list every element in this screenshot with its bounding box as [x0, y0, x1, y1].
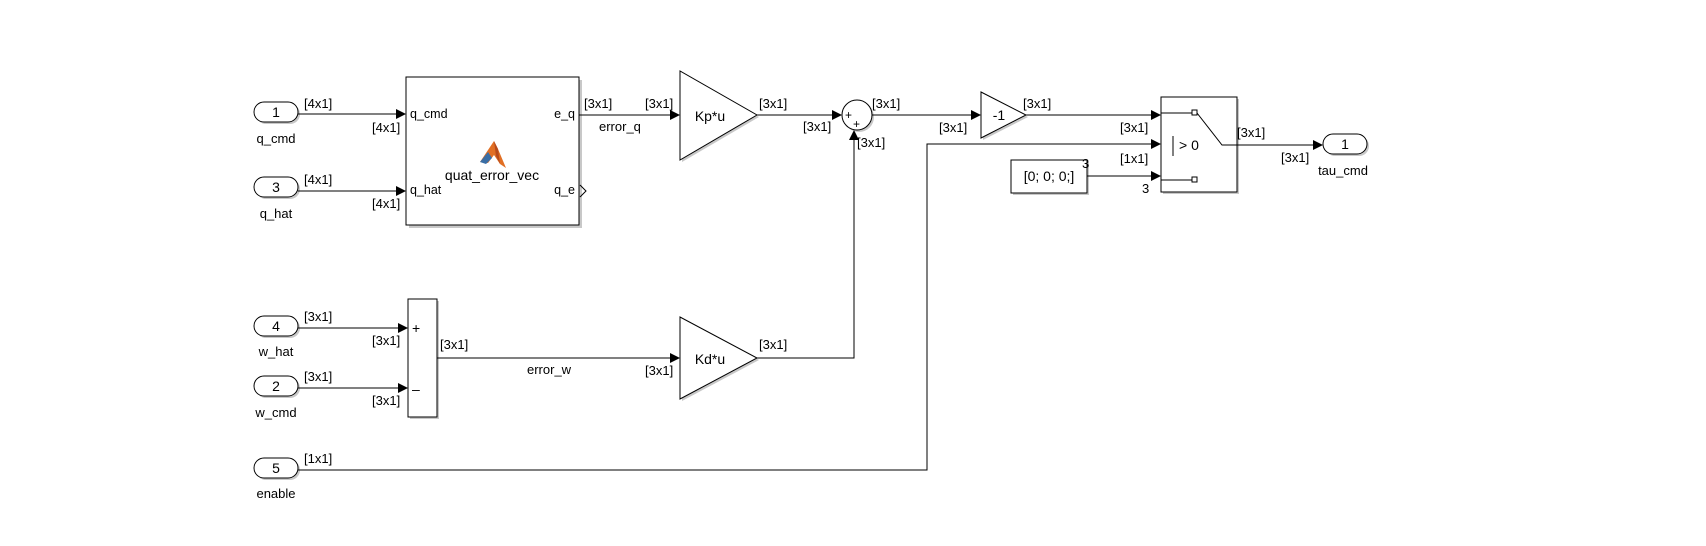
sum-plus-bottom: +	[853, 117, 860, 131]
dim-label: [3x1]	[939, 120, 967, 135]
dim-label: [3x1]	[1281, 150, 1309, 165]
gain-block-negate[interactable]: -1	[980, 91, 1028, 140]
port-label-e-q: e_q	[554, 107, 575, 121]
port-label-q-cmd: q_cmd	[410, 107, 448, 121]
inport-name: q_hat	[260, 206, 293, 221]
outport-tau-cmd[interactable]: 1 tau_cmd	[1318, 133, 1369, 178]
constant-block-zero-vector[interactable]: [0; 0; 0;]	[1010, 159, 1089, 195]
inport-name: q_cmd	[256, 131, 295, 146]
dim-label: [3x1]	[584, 96, 612, 111]
dim-label: [3x1]	[1120, 120, 1148, 135]
matlab-logo-icon	[480, 141, 506, 168]
dim-label: [3x1]	[372, 333, 400, 348]
dim-label: [4x1]	[304, 96, 332, 111]
port-label-q-e: q_e	[554, 183, 575, 197]
inport-q-hat[interactable]: 3 q_hat	[253, 176, 300, 221]
matlab-function-block-quat-error-vec[interactable]: q_cmd q_hat e_q q_e quat_error_vec	[405, 76, 582, 228]
dim-label: [4x1]	[304, 172, 332, 187]
gain-value: -1	[993, 107, 1006, 123]
sum-block[interactable]: + +	[841, 99, 874, 132]
inport-enable[interactable]: 5 enable	[253, 457, 300, 501]
dim-label: [3x1]	[372, 393, 400, 408]
inport-name: w_cmd	[254, 405, 296, 420]
sum-plus-left: +	[845, 108, 852, 122]
gain-block-kd[interactable]: Kd*u	[679, 316, 759, 401]
inport-number: 3	[272, 179, 280, 195]
dim-label: [3x1]	[759, 337, 787, 352]
port-label-q-hat: q_hat	[410, 183, 442, 197]
dim-label: [3x1]	[857, 135, 885, 150]
dim-label: [3x1]	[304, 369, 332, 384]
plus-sign: +	[412, 320, 420, 336]
inport-number: 2	[272, 378, 280, 394]
inport-w-hat[interactable]: 4 w_hat	[253, 315, 300, 359]
signal-lines	[298, 109, 1323, 471]
switch-block[interactable]: > 0	[1160, 96, 1239, 194]
dim-label: [4x1]	[372, 196, 400, 211]
inport-name: w_hat	[258, 344, 294, 359]
signal-name-error-q: error_q	[599, 119, 641, 134]
dim-label: [3x1]	[803, 119, 831, 134]
minus-sign: –	[412, 381, 420, 397]
dim-label: [1x1]	[304, 451, 332, 466]
dim-label: 3	[1142, 181, 1149, 196]
dim-label: [3x1]	[872, 96, 900, 111]
inport-number: 5	[272, 460, 280, 476]
dim-label: 3	[1082, 156, 1089, 171]
inport-q-cmd[interactable]: 1 q_cmd	[253, 101, 300, 146]
signal-dimension-labels: [4x1] [4x1] [4x1] [4x1] [3x1] [3x1] erro…	[304, 96, 1309, 466]
inport-name: enable	[256, 486, 295, 501]
gain-block-kp[interactable]: Kp*u	[679, 70, 759, 162]
dim-label: [3x1]	[304, 309, 332, 324]
function-block-name: quat_error_vec	[445, 167, 539, 183]
dim-label: [4x1]	[372, 120, 400, 135]
subtract-block[interactable]: + –	[407, 298, 439, 419]
outport-name: tau_cmd	[1318, 163, 1368, 178]
outport-number: 1	[1341, 136, 1349, 152]
dim-label: [3x1]	[1023, 96, 1051, 111]
dim-label: [1x1]	[1120, 151, 1148, 166]
dim-label: [3x1]	[440, 337, 468, 352]
inport-number: 4	[272, 318, 280, 334]
switch-criterion: > 0	[1179, 137, 1199, 153]
signal-name-error-w: error_w	[527, 362, 572, 377]
dim-label: [3x1]	[759, 96, 787, 111]
dim-label: [3x1]	[1237, 125, 1265, 140]
constant-value: [0; 0; 0;]	[1024, 168, 1075, 184]
gain-value: Kd*u	[695, 351, 725, 367]
dim-label: [3x1]	[645, 96, 673, 111]
dim-label: [3x1]	[645, 363, 673, 378]
inport-w-cmd[interactable]: 2 w_cmd	[253, 375, 300, 420]
inport-number: 1	[272, 104, 280, 120]
unconnected-output-port	[579, 184, 587, 198]
gain-value: Kp*u	[695, 108, 725, 124]
